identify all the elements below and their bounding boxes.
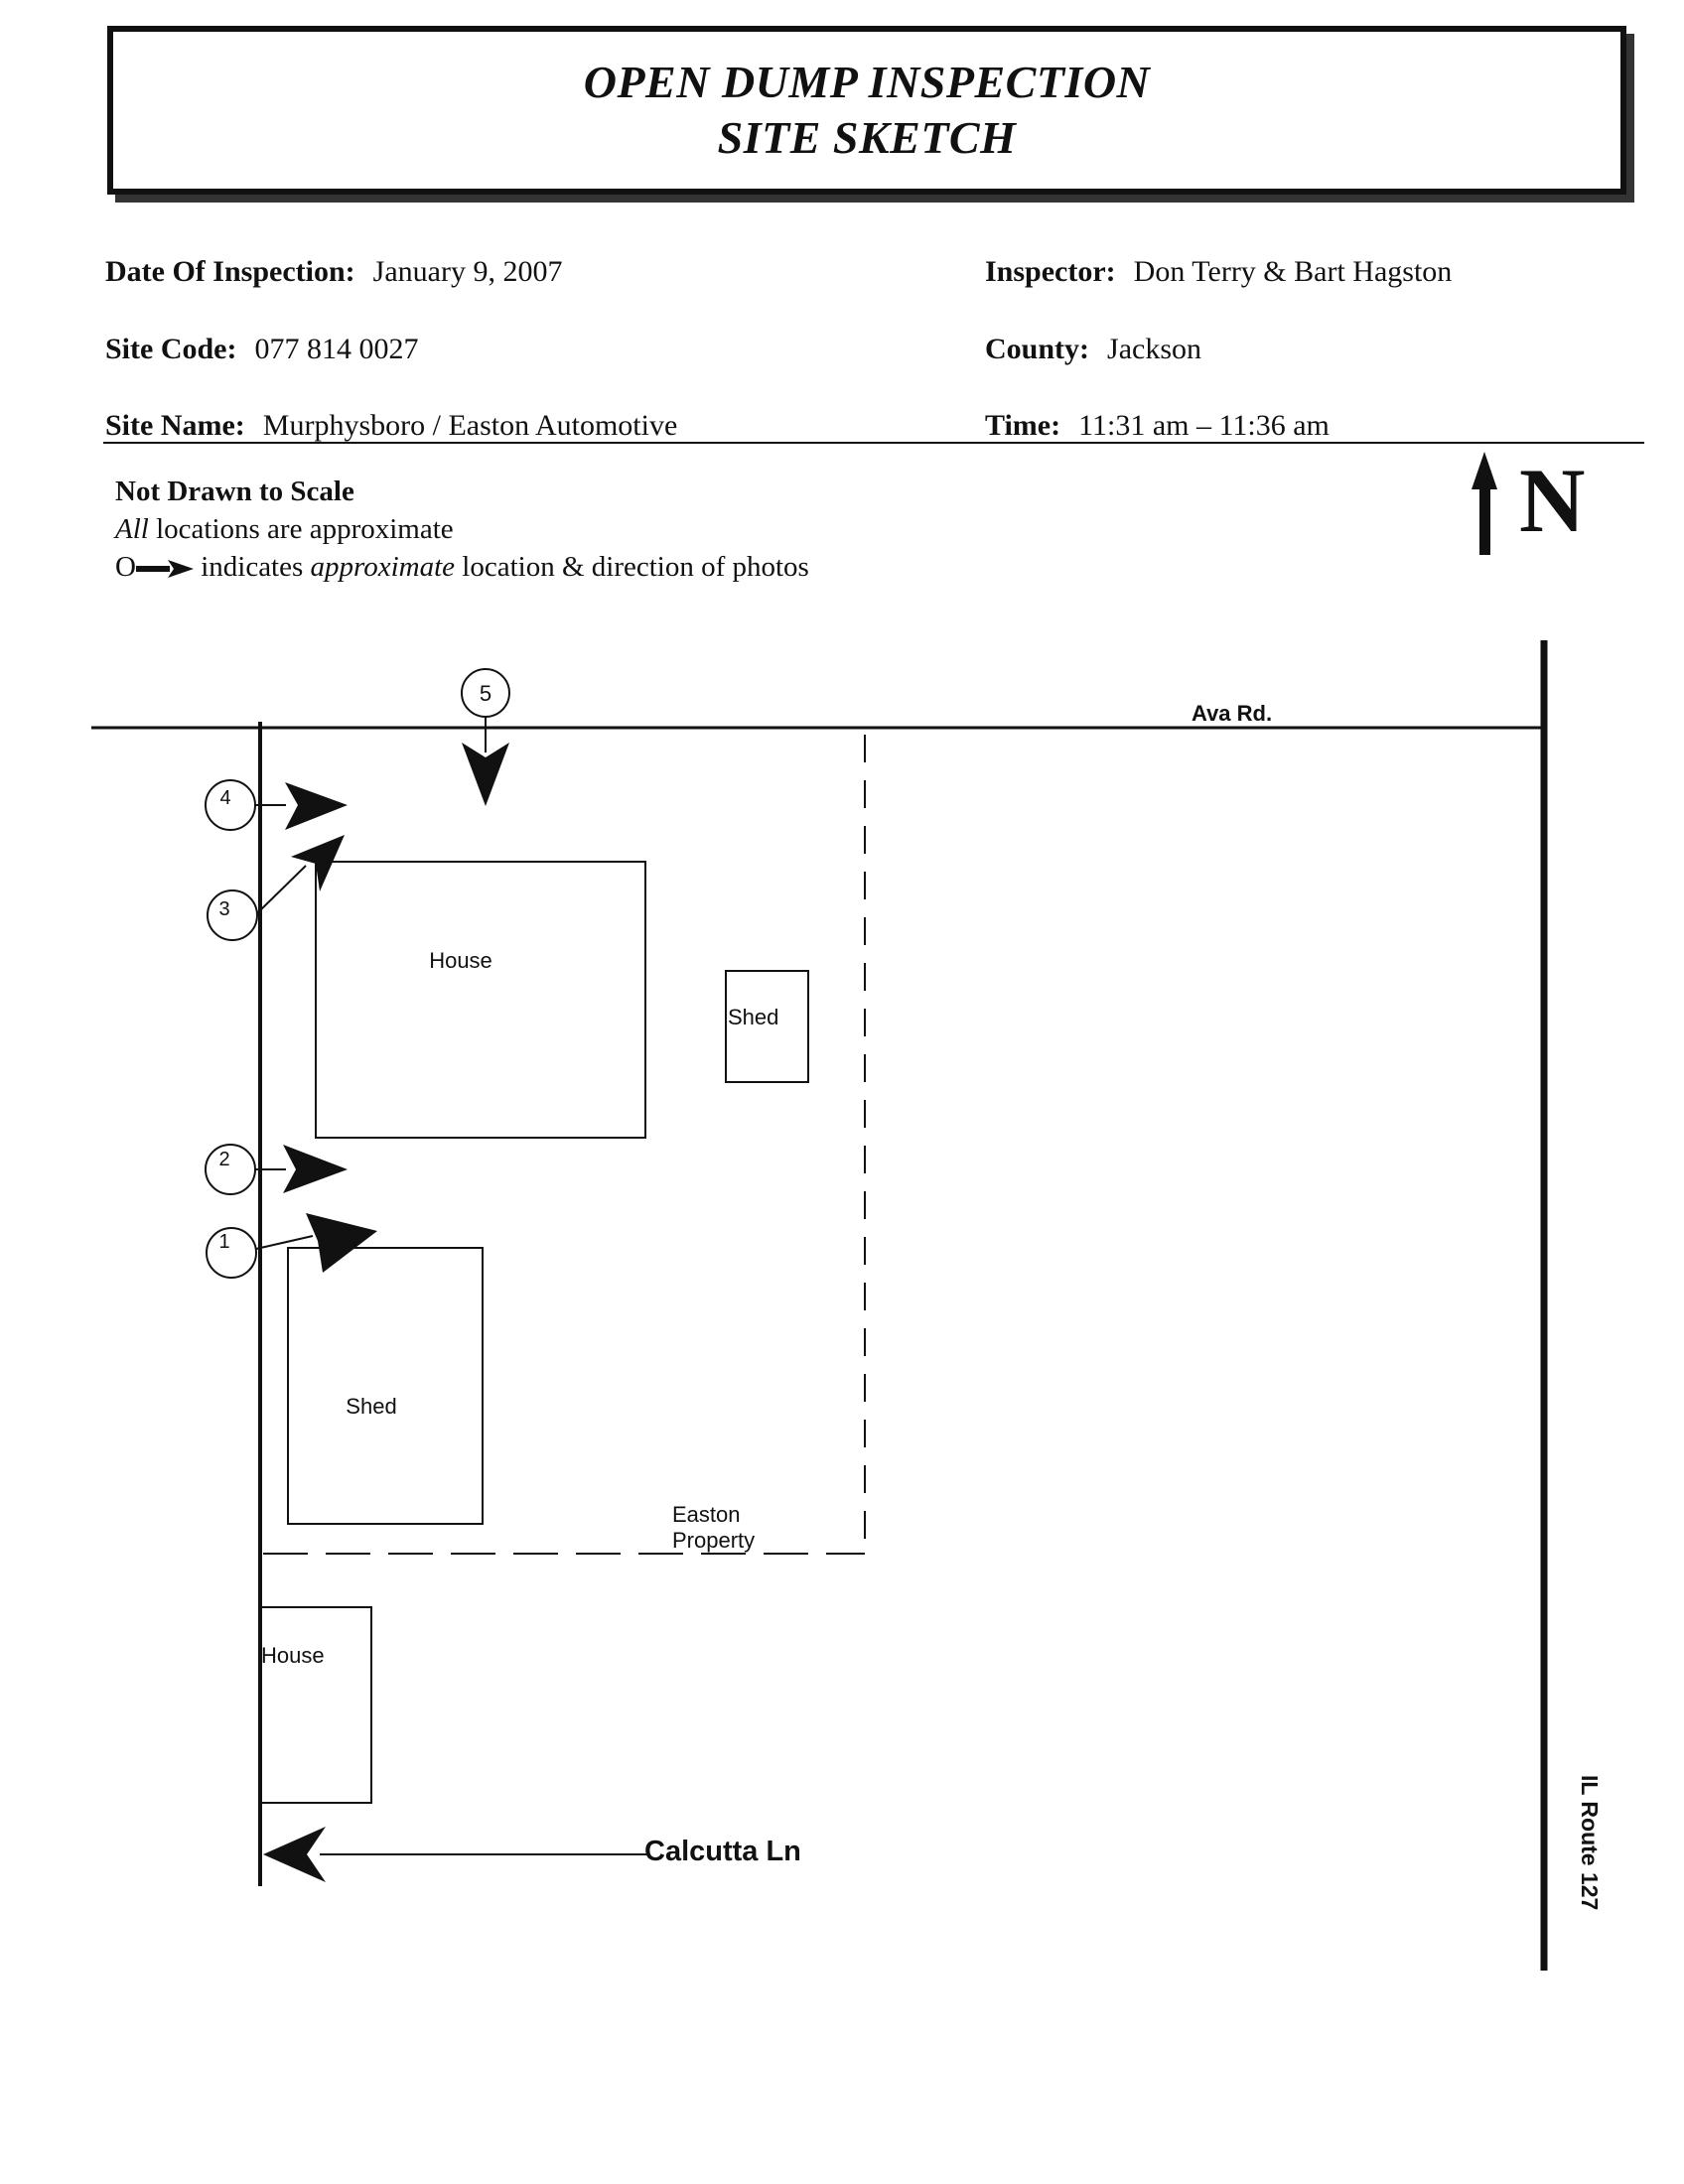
property-label-line-1: Easton: [672, 1502, 741, 1527]
photo-3-marker: [207, 889, 258, 941]
legend-marker: O: [115, 551, 136, 583]
photo-1-arrow-icon: [306, 1213, 377, 1273]
house-main-outline: [315, 861, 646, 1139]
sketch-notes: Not Drawn to Scale All locations are app…: [115, 473, 809, 586]
legend-arrow-icon: [135, 560, 194, 579]
north-letter: N: [1519, 450, 1586, 551]
house-south-label: House: [261, 1643, 325, 1668]
photo-2-arrow-icon: [283, 1145, 348, 1193]
site-code-label: Site Code:: [105, 333, 237, 365]
title-line-2: SITE SKETCH: [717, 112, 1017, 163]
calcutta-lane-label: Calcutta Ln: [644, 1836, 801, 1867]
calcutta-direction-arrow-icon: [263, 1827, 326, 1882]
il-route-127-label: IL Route 127: [1577, 1775, 1603, 1910]
photo-3-leader: [256, 865, 307, 914]
photo-5-number: 5: [480, 681, 491, 706]
approx-note: All locations are approximate: [115, 510, 809, 548]
photo-1-number: 1: [218, 1231, 229, 1253]
inspector-field: Inspector: Don Terry & Bart Hagston: [985, 255, 1452, 289]
date-label: Date Of Inspection:: [105, 255, 355, 288]
photo-1-marker: [206, 1227, 257, 1279]
time-value: 11:31 am – 11:36 am: [1078, 409, 1330, 442]
site-name-value: Murphysboro / Easton Automotive: [262, 409, 678, 442]
approx-text: locations are approximate: [148, 513, 454, 545]
title-line-1: OPEN DUMP INSPECTION: [583, 57, 1151, 107]
legend-pre: indicates: [193, 551, 311, 583]
site-code-field: Site Code: 077 814 0027: [105, 333, 418, 366]
photo-5-arrow-icon: [462, 743, 509, 806]
site-name-field: Site Name: Murphysboro / Easton Automotiv…: [105, 409, 677, 443]
shed-small-label: Shed: [728, 1005, 778, 1029]
photo-2-marker: [205, 1144, 256, 1195]
legend-post: location & direction of photos: [455, 551, 809, 583]
inspector-value: Don Terry & Bart Hagston: [1133, 255, 1453, 288]
house-south-outline: [259, 1606, 372, 1804]
photo-3-number: 3: [218, 898, 229, 920]
date-value: January 9, 2007: [372, 255, 563, 288]
north-arrow-icon: [1472, 452, 1497, 555]
title-box: OPEN DUMP INSPECTION SITE SKETCH: [107, 26, 1626, 195]
property-label-line-2: Property: [672, 1528, 755, 1553]
shed-small-outline: [725, 970, 809, 1083]
time-field: Time: 11:31 am – 11:36 am: [985, 409, 1330, 443]
legend-emphasis: approximate: [310, 551, 456, 583]
scale-note: Not Drawn to Scale: [115, 476, 354, 507]
site-code-value: 077 814 0027: [254, 333, 419, 365]
header-divider: [103, 442, 1644, 444]
time-label: Time:: [985, 409, 1061, 442]
legend-note: O indicates approximate location & direc…: [115, 548, 809, 586]
photo-2-number: 2: [218, 1149, 229, 1170]
shed-large-label: Shed: [346, 1394, 396, 1419]
county-field: County: Jackson: [985, 333, 1201, 366]
date-field: Date Of Inspection: January 9, 2007: [105, 255, 562, 289]
county-value: Jackson: [1107, 333, 1201, 365]
house-main-label: House: [429, 948, 492, 973]
county-label: County:: [985, 333, 1090, 365]
site-name-label: Site Name:: [105, 409, 245, 442]
shed-large-outline: [287, 1247, 484, 1525]
approx-emphasis: All: [115, 513, 149, 545]
inspector-label: Inspector:: [985, 255, 1116, 288]
photo-4-number: 4: [219, 787, 230, 809]
photo-3-arrow-icon: [291, 835, 345, 891]
ava-road-label: Ava Rd.: [1192, 701, 1272, 726]
photo-4-arrow-icon: [285, 782, 348, 830]
photo-1-leader: [255, 1235, 314, 1250]
